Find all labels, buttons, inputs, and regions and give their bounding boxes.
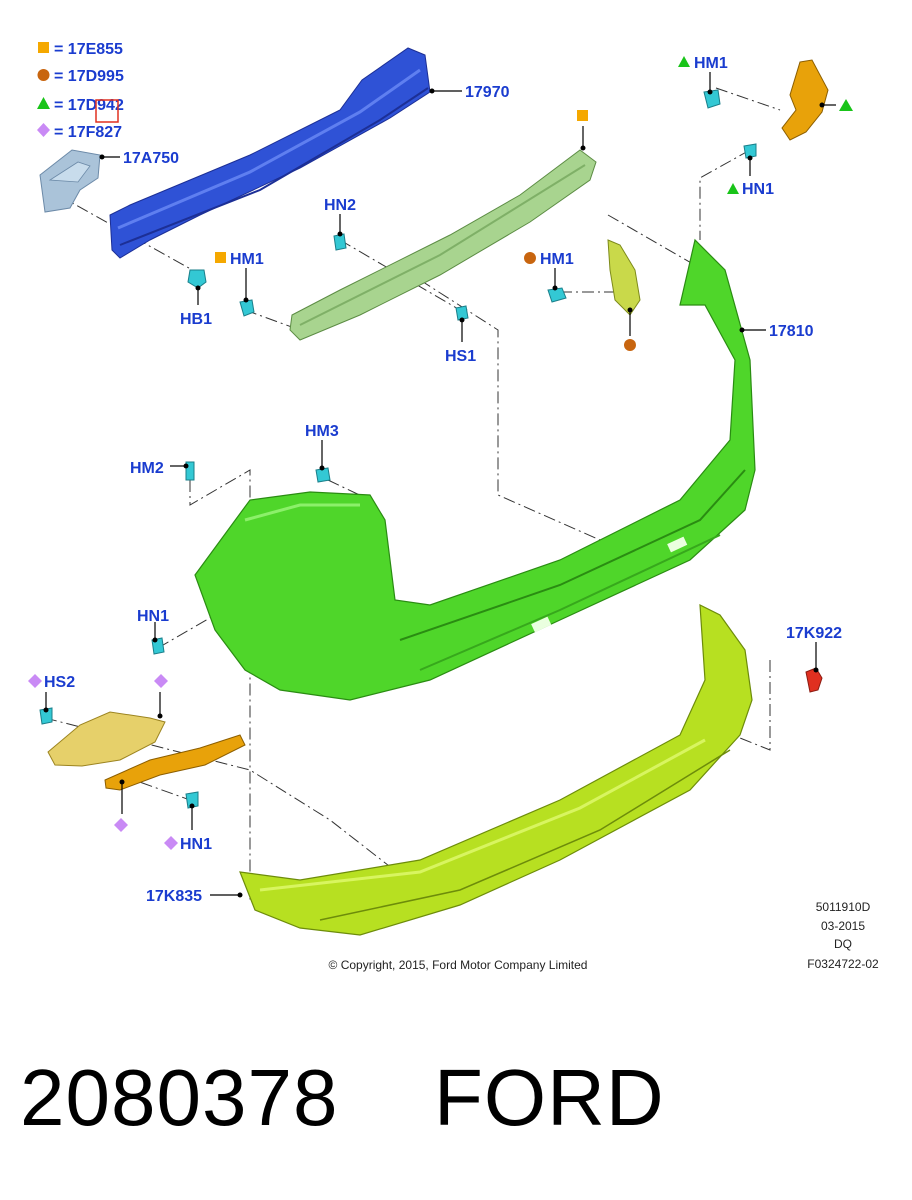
legend-item-triangle: = 17D942 [54,97,124,114]
label-hm2: HM2 [130,460,164,477]
bracket-17A750 [39,149,101,213]
label-hn2: HN2 [324,197,356,214]
absorber-upper [289,149,597,341]
drawing-date: 03-2015 [821,919,865,933]
clip-hm1-mid-icon [547,287,567,303]
diamond-marker-icon [28,674,42,688]
label-hs2: HS2 [44,674,75,691]
bumper-cover-17810 [194,238,756,701]
legend-diamond-icon [37,123,50,137]
fastener-labels: HB1 HM1 HN2 HS1 HM1 HM1 HN1 HM2 HM3 HN1 … [44,55,774,853]
triangle-marker-icon [839,99,853,111]
label-17K835: 17K835 [146,888,202,905]
clip-hb1-icon [187,269,207,289]
exploded-parts-diagram: = 17E855 = 17D995 = 17D942 = 17F827 [28,41,880,972]
label-hm1-mid: HM1 [540,251,574,268]
diamond-marker-icon [114,818,128,832]
reflector-17K922 [805,667,823,693]
legend-item-circle: = 17D995 [54,68,124,85]
diamond-marker-icon [154,674,168,688]
label-hm3: HM3 [305,423,339,440]
part-number: 2080378 [20,1053,339,1142]
side-bracket [607,239,641,316]
highlight-box [95,99,119,123]
label-hm1-right: HM1 [694,55,728,72]
clip-hm1-right-icon [703,89,721,109]
circle-marker-icon [524,252,536,264]
label-17K922: 17K922 [786,625,842,642]
lower-valance-17K835 [239,603,753,936]
legend-square-icon [38,42,49,53]
label-hn1-bottom: HN1 [180,836,212,853]
drawing-code: 5011910D [816,900,871,914]
label-17810: 17810 [769,323,814,340]
label-hs1: HS1 [445,348,476,365]
clip-hs1-icon [455,305,469,321]
legend-triangle-icon [37,97,50,109]
label-hn1-left: HN1 [137,608,169,625]
bracket-top-right [781,59,829,141]
square-marker-icon [215,252,226,263]
drawing-ref: F0324722-02 [807,957,879,971]
circle-marker-icon [624,339,636,351]
triangle-marker-icon [678,56,690,67]
legend-item-square: = 17E855 [54,41,123,58]
label-17970: 17970 [465,84,510,101]
drawing-metadata: 5011910D 03-2015 DQ F0324722-02 © Copyri… [329,900,880,972]
footer-caption: 2080378 FORD [20,1048,900,1158]
clip-hn1-right-icon [743,143,757,159]
label-hn1-right: HN1 [742,181,774,198]
drawing-dq: DQ [834,937,852,951]
legend: = 17E855 = 17D995 = 17D942 = 17F827 [37,41,124,141]
copyright-text: © Copyright, 2015, Ford Motor Company Li… [329,958,588,972]
clip-hn1-bottom-icon [185,791,199,809]
diamond-marker-icon [164,836,178,850]
marker-symbols [28,56,853,850]
square-marker-icon [577,110,588,121]
clip-hm1-left-icon [239,299,255,317]
bracket-lower-left [47,711,246,791]
brand-name: FORD [434,1053,665,1142]
alignment-lines [44,87,781,900]
legend-item-diamond: = 17F827 [54,124,122,141]
label-17A750: 17A750 [123,150,179,167]
label-hm1-left: HM1 [230,251,264,268]
leader-lines [43,72,836,898]
part-labels: 17970 17A750 17810 17K922 17K835 [123,84,842,905]
triangle-marker-icon [727,183,739,194]
label-hb1: HB1 [180,311,212,328]
legend-circle-icon [37,69,50,81]
